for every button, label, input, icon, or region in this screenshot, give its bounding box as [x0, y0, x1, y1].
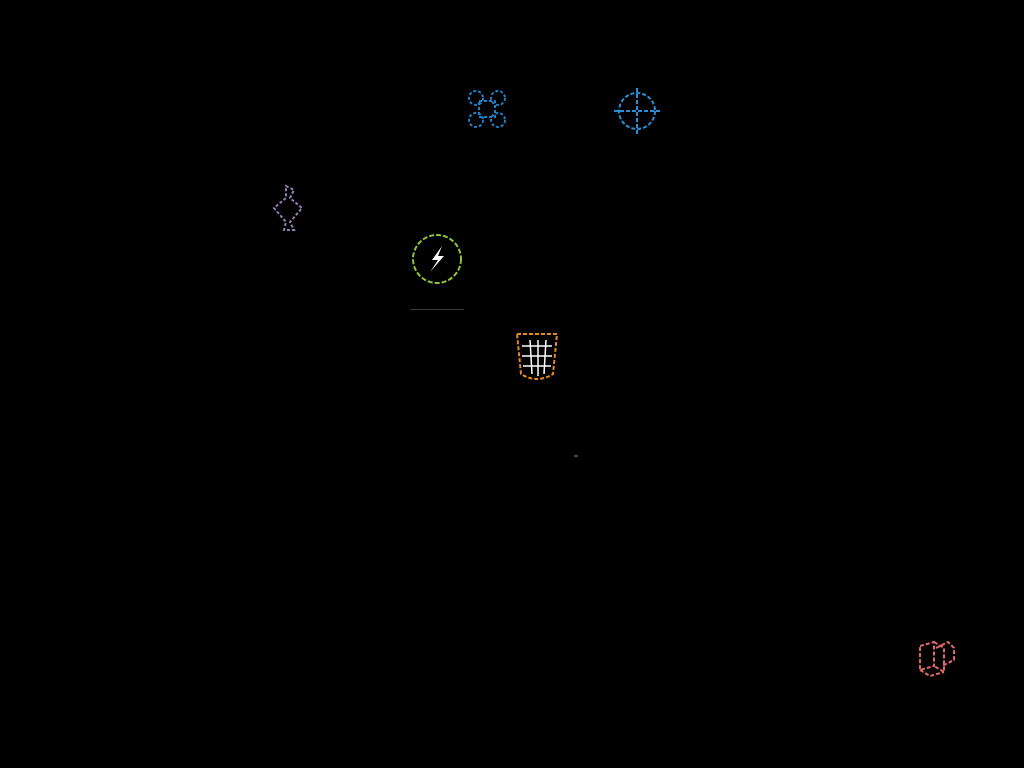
debris-speck: [574, 455, 578, 457]
orb-shadow-trace: [410, 309, 464, 310]
stacked-cubes-icon[interactable]: [916, 638, 958, 682]
winding-arrow-icon[interactable]: [268, 182, 308, 234]
grid-cup-icon[interactable]: [512, 330, 562, 386]
crosshair-icon[interactable]: [612, 86, 662, 136]
lightning-orb-icon[interactable]: [410, 232, 464, 286]
command-key-icon[interactable]: [464, 86, 510, 132]
